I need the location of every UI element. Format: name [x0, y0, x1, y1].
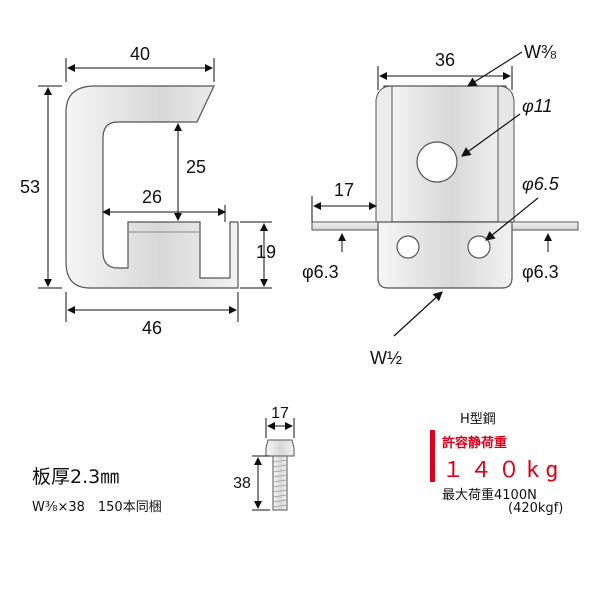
flange-right-hole-label: φ6.3 — [522, 262, 559, 282]
load-accent-bar — [430, 430, 435, 482]
bolt-bottom-label: W½ — [370, 348, 402, 368]
side-view: 40 53 25 26 19 46 — [20, 44, 276, 338]
lower-plate — [377, 221, 513, 289]
load-target: H型鋼 — [460, 412, 496, 427]
bolt-dim-head: 17 — [271, 405, 289, 422]
load-value: １４０kg — [442, 458, 565, 483]
bolt-spec: W⅜×38 150本同梱 — [32, 500, 162, 515]
bolt-dim-length: 38 — [233, 475, 251, 492]
dim-width-bottom: 46 — [142, 318, 162, 338]
dim-height-total: 53 — [20, 177, 40, 197]
dim-front-width: 36 — [435, 50, 455, 70]
front-view: 36 W⅜ φ11 17 φ6.5 φ6.3 φ6.3 W½ — [302, 42, 579, 368]
hole-small-right — [467, 235, 491, 259]
left-flange — [311, 221, 379, 231]
load-max: 最大荷重4100N — [442, 488, 537, 503]
dim-width-top: 40 — [130, 44, 150, 64]
hole-small-left — [396, 235, 420, 259]
flange-left-hole-label: φ6.3 — [302, 262, 339, 282]
bolt-head — [265, 439, 295, 457]
plate-thickness: 板厚2.3㎜ — [32, 466, 120, 488]
dim-flange: 17 — [334, 180, 354, 200]
dim-lip-height: 19 — [256, 242, 276, 262]
hole-large — [416, 141, 458, 183]
bolt-view: 17 38 — [233, 405, 295, 511]
hole-large-label: φ11 — [522, 96, 552, 116]
load-max-kgf: (420kgf) — [508, 501, 564, 516]
load-title: 許容静荷重 — [442, 436, 508, 451]
right-flange — [505, 221, 579, 231]
hole-small-label: φ6.5 — [522, 174, 560, 194]
clamp-profile — [65, 85, 239, 289]
bolt-top-label: W⅜ — [524, 42, 557, 62]
dim-inner-height: 25 — [186, 157, 206, 177]
dim-inner-width: 26 — [142, 187, 162, 207]
